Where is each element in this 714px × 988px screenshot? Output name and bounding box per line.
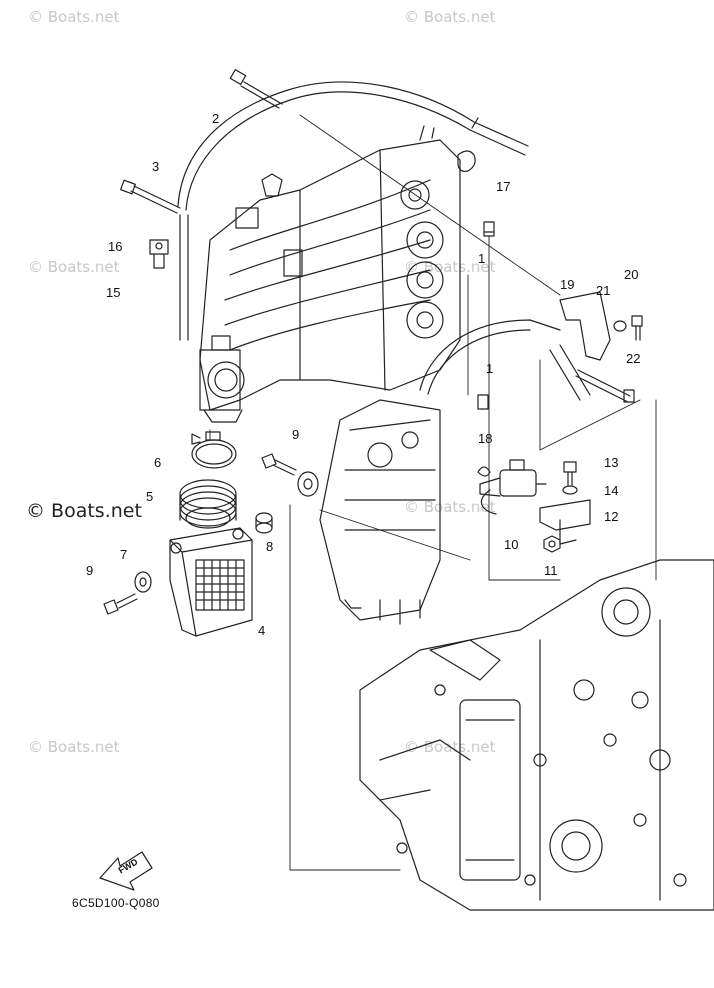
bolt-2 [229, 69, 283, 109]
washer-22 [613, 320, 627, 332]
throttle-body [199, 335, 245, 423]
grommet-7 [134, 571, 152, 593]
watermark: © Boats.net [404, 8, 496, 26]
callout-1b: 1 [486, 361, 494, 376]
drawing-code: 6C5D100-Q080 [72, 896, 160, 910]
hose-loop [177, 81, 529, 211]
watermark: © Boats.net [28, 8, 120, 26]
washer-15 [562, 485, 578, 495]
intake-manifold [199, 125, 461, 411]
sensor-11 [479, 459, 547, 515]
clamp-17 [149, 239, 169, 269]
callout-13: 12 [604, 509, 619, 524]
bolt-3 [120, 179, 181, 214]
callout-17: 16 [108, 239, 123, 254]
vapor-separator [319, 399, 441, 625]
hose-clamp-6 [191, 431, 237, 469]
hose-16 [179, 214, 189, 341]
bolt-10 [261, 453, 319, 497]
fwd-arrow-icon [99, 851, 153, 891]
callout-2: 2 [212, 111, 220, 126]
screw-21 [631, 315, 643, 341]
callout-6: 6 [154, 455, 162, 470]
callout-12: 11 [544, 563, 558, 578]
callout-18: 17 [496, 179, 511, 194]
callout-1: 1 [478, 251, 486, 266]
watermark: © Boats.net [28, 738, 120, 756]
callout-21: 20 [624, 267, 639, 282]
watermark-dark: © Boats.net [26, 500, 142, 522]
plastic-tie-23 [575, 369, 635, 403]
callout-8: 8 [266, 539, 274, 554]
bolt-9 [103, 593, 138, 615]
callout-9: 9 [86, 563, 94, 578]
callout-23: 22 [626, 351, 641, 366]
callout-22: 21 [596, 283, 611, 298]
callout-10: 9 [292, 427, 300, 442]
callout-14: 13 [604, 455, 619, 470]
callout-4: 4 [258, 623, 266, 638]
leader-lines [209, 114, 657, 871]
watermark: © Boats.net [28, 258, 120, 276]
callout-5: 5 [146, 489, 154, 504]
callout-16: 15 [106, 285, 121, 300]
cylinder-block [359, 559, 714, 911]
collar-8 [255, 512, 273, 534]
callout-7: 7 [120, 547, 128, 562]
callout-3: 3 [152, 159, 160, 174]
callout-20: 19 [560, 277, 575, 292]
intake-joint-5 [179, 479, 237, 529]
intake-silencer-4 [169, 527, 253, 637]
bracket-13 [539, 499, 591, 545]
bolt-14 [563, 461, 577, 487]
fuel-hose [419, 319, 591, 401]
clip-19 [477, 466, 491, 477]
watermark: © Boats.net [404, 498, 496, 516]
bracket-20 [559, 291, 611, 361]
nut-12 [543, 535, 561, 553]
callout-19: 18 [478, 431, 493, 446]
callout-15: 14 [604, 483, 619, 498]
callout-11: 10 [504, 537, 519, 552]
